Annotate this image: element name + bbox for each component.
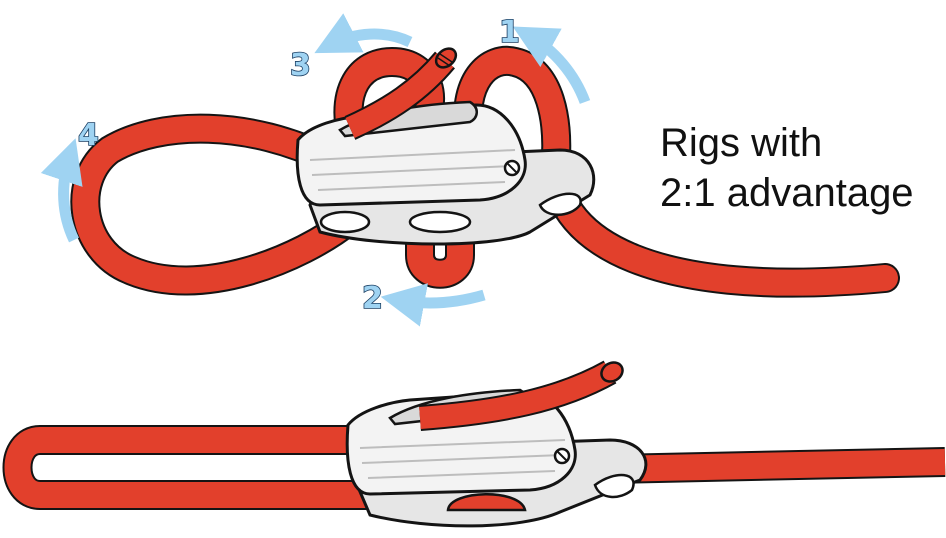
fairlead-slot-right <box>538 192 582 216</box>
top-rig-diagram: 1 2 3 4 <box>40 13 900 327</box>
cleat-ridges <box>309 149 516 191</box>
step-arrows <box>40 13 591 327</box>
curved-arrow-icon-3 <box>314 13 413 54</box>
rope-front <box>344 47 458 140</box>
rope-cut-end-bottom <box>600 361 624 383</box>
curved-arrow-icon-1 <box>512 26 591 105</box>
caption-line-1: Rigs with <box>660 121 823 165</box>
step-numbers: 1 2 3 4 <box>77 14 520 317</box>
fairlead-hole-bottom <box>446 493 527 512</box>
bottom-rig-diagram <box>2 360 946 528</box>
fairlead-hole-left <box>319 210 371 234</box>
curved-arrow-icon-4 <box>40 138 83 243</box>
step-number-4: 4 <box>78 118 99 153</box>
step-number-1: 1 <box>499 15 520 50</box>
step-number-2: 2 <box>362 281 383 316</box>
fairlead-slot-bottom-right <box>593 473 635 499</box>
caption-text: Rigs with 2:1 advantage <box>660 118 914 218</box>
fairlead-hole-center <box>408 210 472 234</box>
step-number-3: 3 <box>290 48 311 83</box>
caption-line-2: 2:1 advantage <box>660 171 914 215</box>
curved-arrow-icon-2 <box>380 283 486 327</box>
